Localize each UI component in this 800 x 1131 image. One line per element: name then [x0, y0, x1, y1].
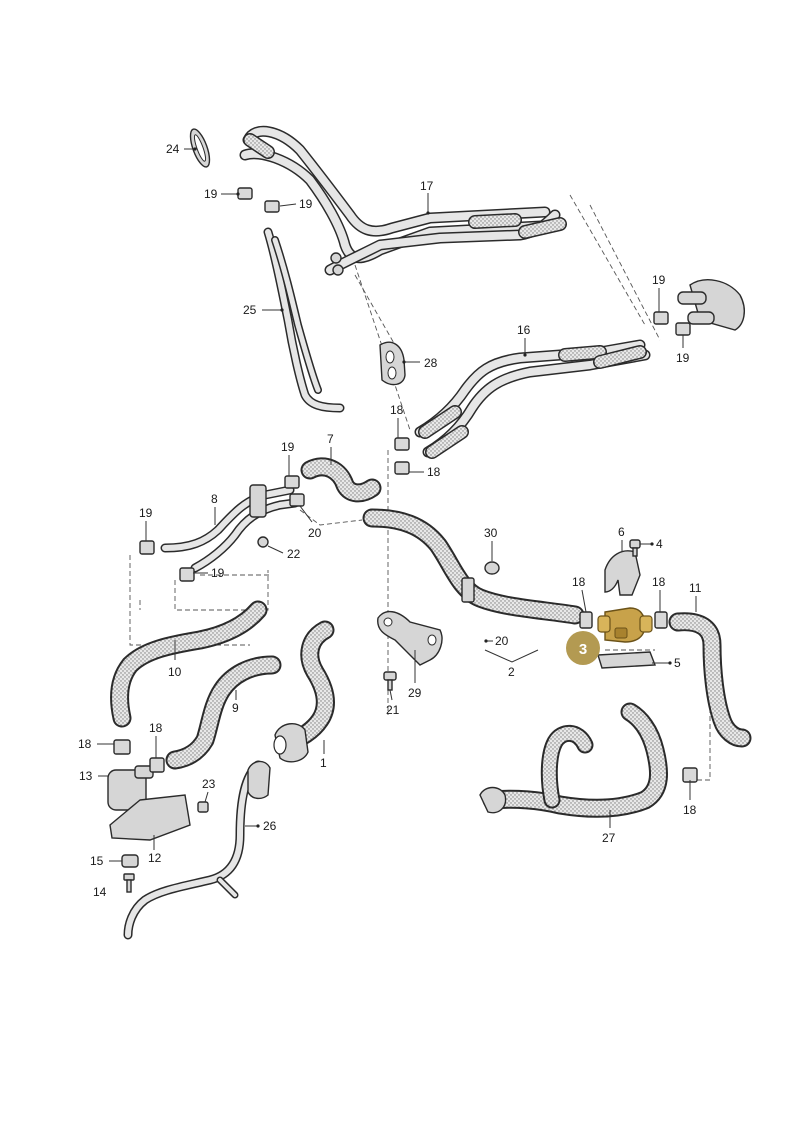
callout-24: 24 [166, 142, 180, 156]
callout-25: 25 [243, 303, 257, 317]
bracket-28 [379, 341, 406, 386]
callout-19: 19 [204, 187, 218, 201]
leader-dots [193, 147, 672, 828]
bracket-12 [109, 794, 191, 841]
callout-19: 19 [139, 506, 153, 520]
hose-2 [362, 508, 585, 625]
callout-19: 19 [652, 273, 666, 287]
pipe-16 [414, 339, 651, 459]
callout-15: 15 [90, 854, 104, 868]
badge-number: 3 [579, 641, 587, 658]
callout-4: 4 [656, 537, 663, 551]
bellows-connector [677, 279, 746, 331]
callout-19: 19 [676, 351, 690, 365]
callout-19: 19 [211, 566, 225, 580]
callout-7: 7 [327, 432, 334, 446]
badge-circle [566, 631, 600, 665]
pipe-26 [123, 760, 271, 940]
bolt-21 [383, 671, 397, 691]
callout-18: 18 [149, 721, 163, 735]
hose-9 [165, 655, 282, 770]
pipe-17 [239, 125, 567, 276]
callout-23: 23 [202, 777, 216, 791]
hose-7 [300, 457, 382, 503]
callout-18: 18 [390, 403, 404, 417]
bracket-5 [597, 651, 656, 669]
bolt-14 [123, 873, 135, 893]
clip-18-pump [149, 757, 165, 773]
hose-27 [479, 702, 698, 818]
callout-8: 8 [211, 492, 218, 506]
callout-11: 11 [689, 581, 702, 595]
callout-26: 26 [263, 819, 277, 833]
clips-19-top [237, 187, 280, 213]
callout-20: 20 [495, 634, 509, 648]
leader-lines [97, 148, 697, 862]
callout-17: 17 [420, 179, 434, 193]
pump-13 [107, 739, 154, 811]
clips-19-right [653, 311, 691, 336]
callout-28: 28 [424, 356, 438, 370]
pipe-25 [263, 227, 345, 413]
callout-5: 5 [674, 656, 681, 670]
callout-27: 27 [602, 831, 616, 845]
callout-21: 21 [386, 703, 400, 717]
valve-3-highlighted [597, 607, 653, 643]
callout-9: 9 [232, 701, 239, 715]
callout-18: 18 [683, 803, 697, 817]
callout-12: 12 [148, 851, 162, 865]
callout-18: 18 [427, 465, 441, 479]
callout-1: 1 [320, 756, 327, 770]
callout-16: 16 [517, 323, 531, 337]
callout-13: 13 [79, 769, 93, 783]
nut-15 [121, 854, 139, 868]
bolt-23 [197, 801, 209, 813]
callout-20: 20 [308, 526, 322, 540]
callout-14: 14 [93, 885, 107, 899]
highlight-badge: 3 [566, 631, 600, 665]
callout-30: 30 [484, 526, 498, 540]
grommet-30 [484, 561, 500, 575]
callout-10: 10 [168, 665, 182, 679]
clips-18-valve [579, 611, 668, 629]
callout-19: 19 [281, 440, 295, 454]
bracket-29 [377, 611, 443, 666]
gasket-24 [189, 128, 211, 168]
clips-19-mid [139, 475, 305, 582]
pipe-8 [160, 484, 300, 573]
hose-10 [110, 600, 268, 728]
callout-19: 19 [299, 197, 313, 211]
callout-29: 29 [408, 686, 422, 700]
callout-6: 6 [618, 525, 625, 539]
callout-18: 18 [652, 575, 666, 589]
hose-1 [273, 620, 335, 763]
hose-11 [668, 612, 752, 748]
callout-22: 22 [287, 547, 301, 561]
callout-2: 2 [508, 665, 515, 679]
callout-labels: 24 19 19 17 25 28 19 19 16 18 18 19 7 8 … [78, 142, 702, 899]
callout-18: 18 [78, 737, 92, 751]
callout-18: 18 [572, 575, 586, 589]
bracket-6 [604, 550, 641, 596]
clips-18-middle [394, 437, 410, 475]
